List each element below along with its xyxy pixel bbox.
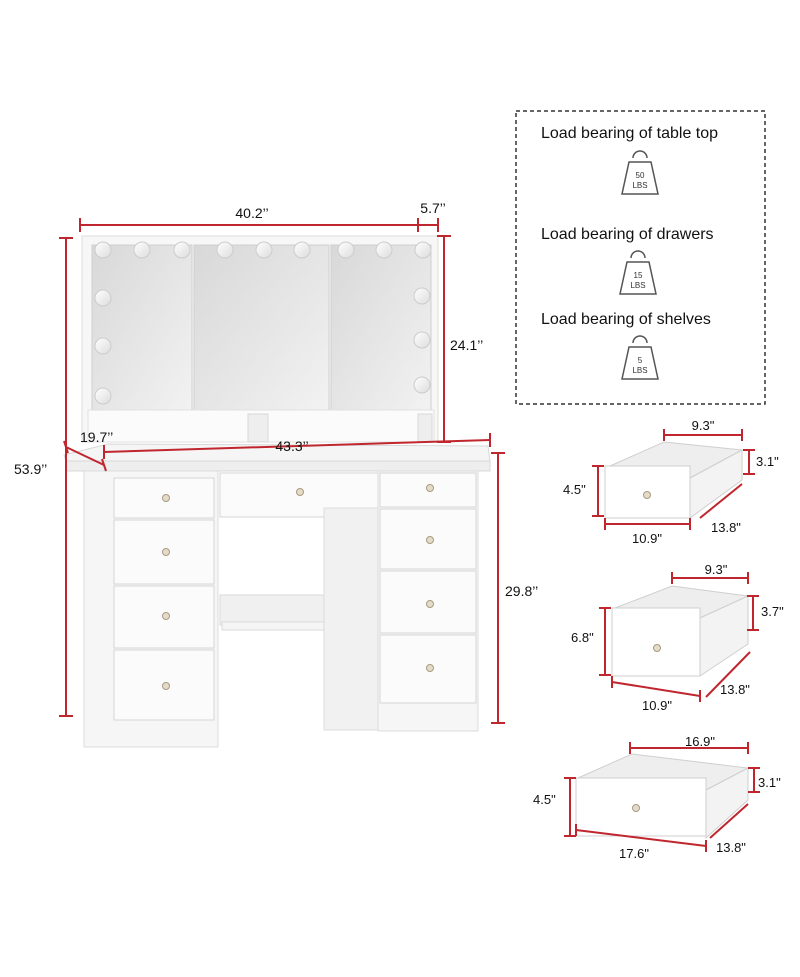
right-drawer-1 xyxy=(379,472,477,508)
hutch-divider xyxy=(247,413,269,443)
drawer-2-front-width: 10.9" xyxy=(642,698,672,713)
vanity-dimension-labels: 40.2’’ 5.7’’ 24.1’’ 53.9’’ 19.7’’ 43.3’’… xyxy=(14,200,538,599)
table-width-label: 43.3’’ xyxy=(275,438,308,454)
vanity-illustration xyxy=(63,235,491,748)
side-depth-label: 5.7’’ xyxy=(420,200,445,216)
weight-icon: 5 LBS xyxy=(621,335,659,380)
drawer-3-depth: 13.8" xyxy=(716,840,746,855)
load-label-shelves: Load bearing of shelves xyxy=(541,311,711,328)
load-label-drawers: Load bearing of drawers xyxy=(541,226,714,243)
drawer-knobs xyxy=(162,484,434,690)
drawer-3-front-height: 4.5" xyxy=(533,792,556,807)
drawer-2-right-height: 3.7" xyxy=(761,604,784,619)
drawer-3-front xyxy=(575,777,707,837)
drawer-3-right-height: 3.1" xyxy=(758,775,781,790)
shelf-edge xyxy=(221,621,335,631)
shelves-weight-unit: LBS xyxy=(632,366,647,375)
hutch-side xyxy=(417,413,433,443)
table-height-label: 29.8’’ xyxy=(505,583,538,599)
tabletop-weight-value: 50 xyxy=(636,171,645,180)
mirror-center-panel xyxy=(193,244,330,411)
drawer-2-top-width: 9.3" xyxy=(705,562,728,577)
mirror-left-panel xyxy=(91,244,193,411)
right-cabinet-side xyxy=(323,507,379,731)
mirror-height-label: 24.1’’ xyxy=(450,337,483,353)
tabletop-edge xyxy=(65,460,491,472)
drawer-1-front-width: 10.9" xyxy=(632,531,662,546)
tabletop-weight-unit: LBS xyxy=(632,181,647,190)
shelves-weight-value: 5 xyxy=(638,356,643,365)
light-bulbs xyxy=(94,241,432,405)
weight-icon: 50 LBS xyxy=(621,150,659,195)
drawer-1-depth: 13.8" xyxy=(711,520,741,535)
total-height-label: 53.9’’ xyxy=(14,461,47,477)
drawer-3-top-width: 16.9" xyxy=(685,734,715,749)
drawer-3-front-width: 17.6" xyxy=(619,846,649,861)
bottom-shelf xyxy=(219,594,325,626)
mirror-width-label: 40.2’’ xyxy=(235,205,268,221)
drawer-2-depth: 13.8" xyxy=(720,682,750,697)
drawer-1-knob xyxy=(643,491,651,499)
drawer-1-right-height: 3.1" xyxy=(756,454,779,469)
load-bearing-box: Load bearing of table top 50 LBS Load be… xyxy=(515,110,766,405)
drawer-3-knob xyxy=(632,804,640,812)
depth-label: 19.7’’ xyxy=(80,429,113,445)
drawer-diagram-2 xyxy=(599,572,759,702)
drawers-weight-unit: LBS xyxy=(630,281,645,290)
load-label-tabletop: Load bearing of table top xyxy=(541,125,718,142)
drawer-diagram-3 xyxy=(564,742,760,852)
weight-icon: 15 LBS xyxy=(619,250,657,295)
drawer-2-front-height: 6.8" xyxy=(571,630,594,645)
drawers-weight-value: 15 xyxy=(634,271,643,280)
vanity-dimension-lines xyxy=(59,218,505,724)
drawer-1-top-width: 9.3" xyxy=(692,418,715,433)
drawer-2-knob xyxy=(653,644,661,652)
drawer-2-front xyxy=(611,607,701,677)
drawer-diagram-1 xyxy=(592,429,755,530)
drawer-1-front-height: 4.5" xyxy=(563,482,586,497)
